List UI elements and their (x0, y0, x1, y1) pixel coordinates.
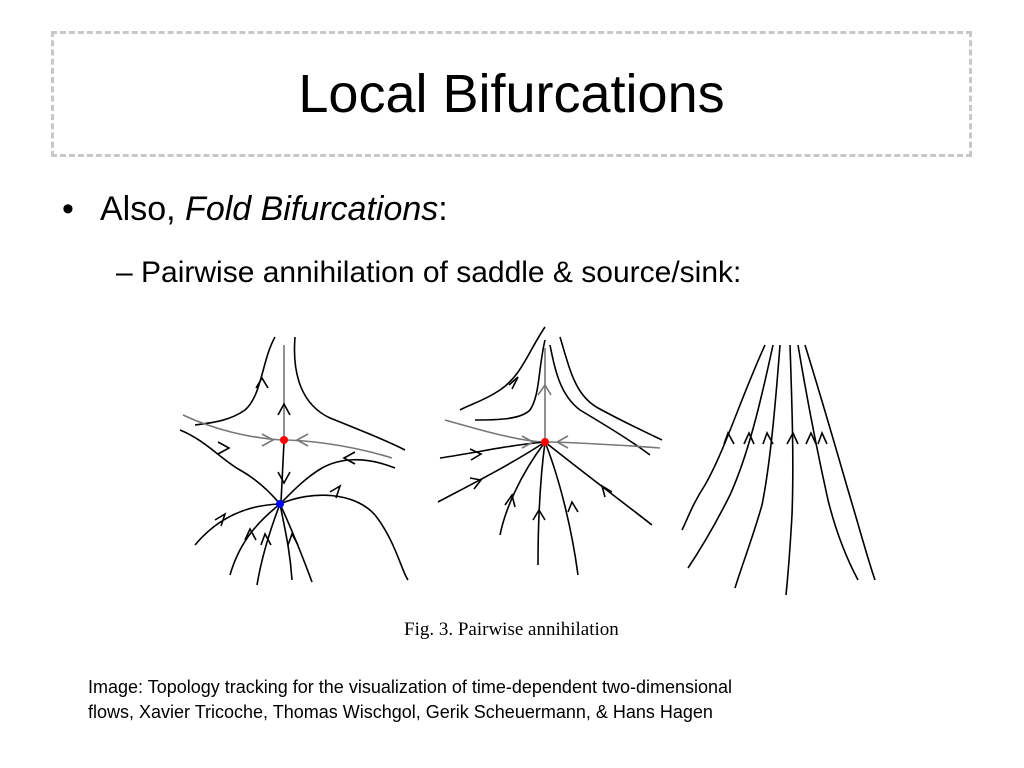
arrowhead (255, 376, 269, 389)
streamline (734, 344, 781, 589)
streamline (804, 344, 876, 581)
streamline (687, 344, 774, 569)
streamline (194, 503, 281, 546)
arrowhead (504, 493, 516, 508)
arrowhead (521, 435, 535, 449)
arrowhead (508, 376, 519, 390)
credit-line-1: Image: Topology tracking for the visuali… (88, 677, 733, 697)
streamline (279, 503, 293, 581)
arrowhead (469, 477, 483, 490)
streamline (544, 441, 579, 576)
arrowhead (214, 512, 227, 527)
title-box: Local Bifurcations (51, 31, 972, 157)
panel-after (681, 344, 876, 596)
streamline (537, 441, 546, 566)
saddle-point (541, 438, 549, 446)
arrowhead (287, 532, 299, 546)
sub-bullet: – Pairwise annihilation of saddle & sour… (116, 256, 742, 289)
arrowhead (537, 383, 552, 396)
slide-title: Local Bifurcations (298, 64, 725, 124)
arrowhead (261, 433, 275, 447)
arrowhead (555, 435, 569, 449)
streamline (797, 344, 859, 581)
streamline (499, 441, 546, 536)
streamline (559, 336, 663, 441)
arrowhead (277, 402, 291, 416)
bullet-prefix: Also, (100, 190, 186, 228)
separatrix (444, 419, 543, 443)
streamline (437, 441, 546, 503)
streamline (785, 344, 794, 596)
arrowhead (260, 532, 272, 546)
streamline (194, 336, 276, 426)
arrowhead (295, 433, 309, 447)
streamline (293, 336, 406, 451)
arrowhead (743, 431, 755, 445)
arrowhead (217, 441, 231, 455)
arrowhead (532, 508, 546, 521)
arrowhead (567, 500, 579, 513)
arrowhead (469, 448, 483, 461)
bullet-suffix: : (438, 190, 448, 228)
arrowhead (723, 431, 735, 445)
streamline (474, 339, 546, 421)
streamline (279, 494, 409, 581)
arrowhead (277, 471, 291, 485)
streamline (439, 441, 546, 459)
streamline (549, 344, 651, 456)
arrowhead (342, 451, 356, 465)
streamline (279, 458, 396, 505)
bullet-emphasis: Fold Bifurcations (185, 190, 439, 228)
bullet-marker: • (62, 190, 74, 228)
arrowhead (600, 484, 613, 498)
figure-caption: Fig. 3. Pairwise annihilation (404, 619, 619, 640)
separatrix (280, 441, 285, 503)
streamline (681, 344, 766, 531)
streamline (544, 441, 653, 526)
bullet-also: • Also, Fold Bifurcations: (62, 187, 448, 231)
sink-point (276, 500, 284, 508)
flow-diagram (179, 326, 876, 596)
arrowhead (805, 431, 817, 445)
image-credit: Image: Topology tracking for the visuali… (88, 675, 948, 725)
arrowhead (786, 431, 799, 445)
saddle-point (280, 436, 288, 444)
streamline (179, 429, 281, 505)
streamline (256, 503, 281, 586)
streamline (459, 326, 546, 411)
panel-saddle-sink (179, 336, 409, 586)
arrowhead (329, 484, 342, 499)
flow-figure (170, 320, 890, 650)
credit-line-2: flows, Xavier Tricoche, Thomas Wischgol,… (88, 702, 713, 722)
arrowhead (762, 431, 774, 445)
arrowhead (244, 527, 257, 541)
separatrix (548, 441, 661, 449)
panel-merged (437, 326, 663, 576)
arrowhead (817, 430, 828, 445)
